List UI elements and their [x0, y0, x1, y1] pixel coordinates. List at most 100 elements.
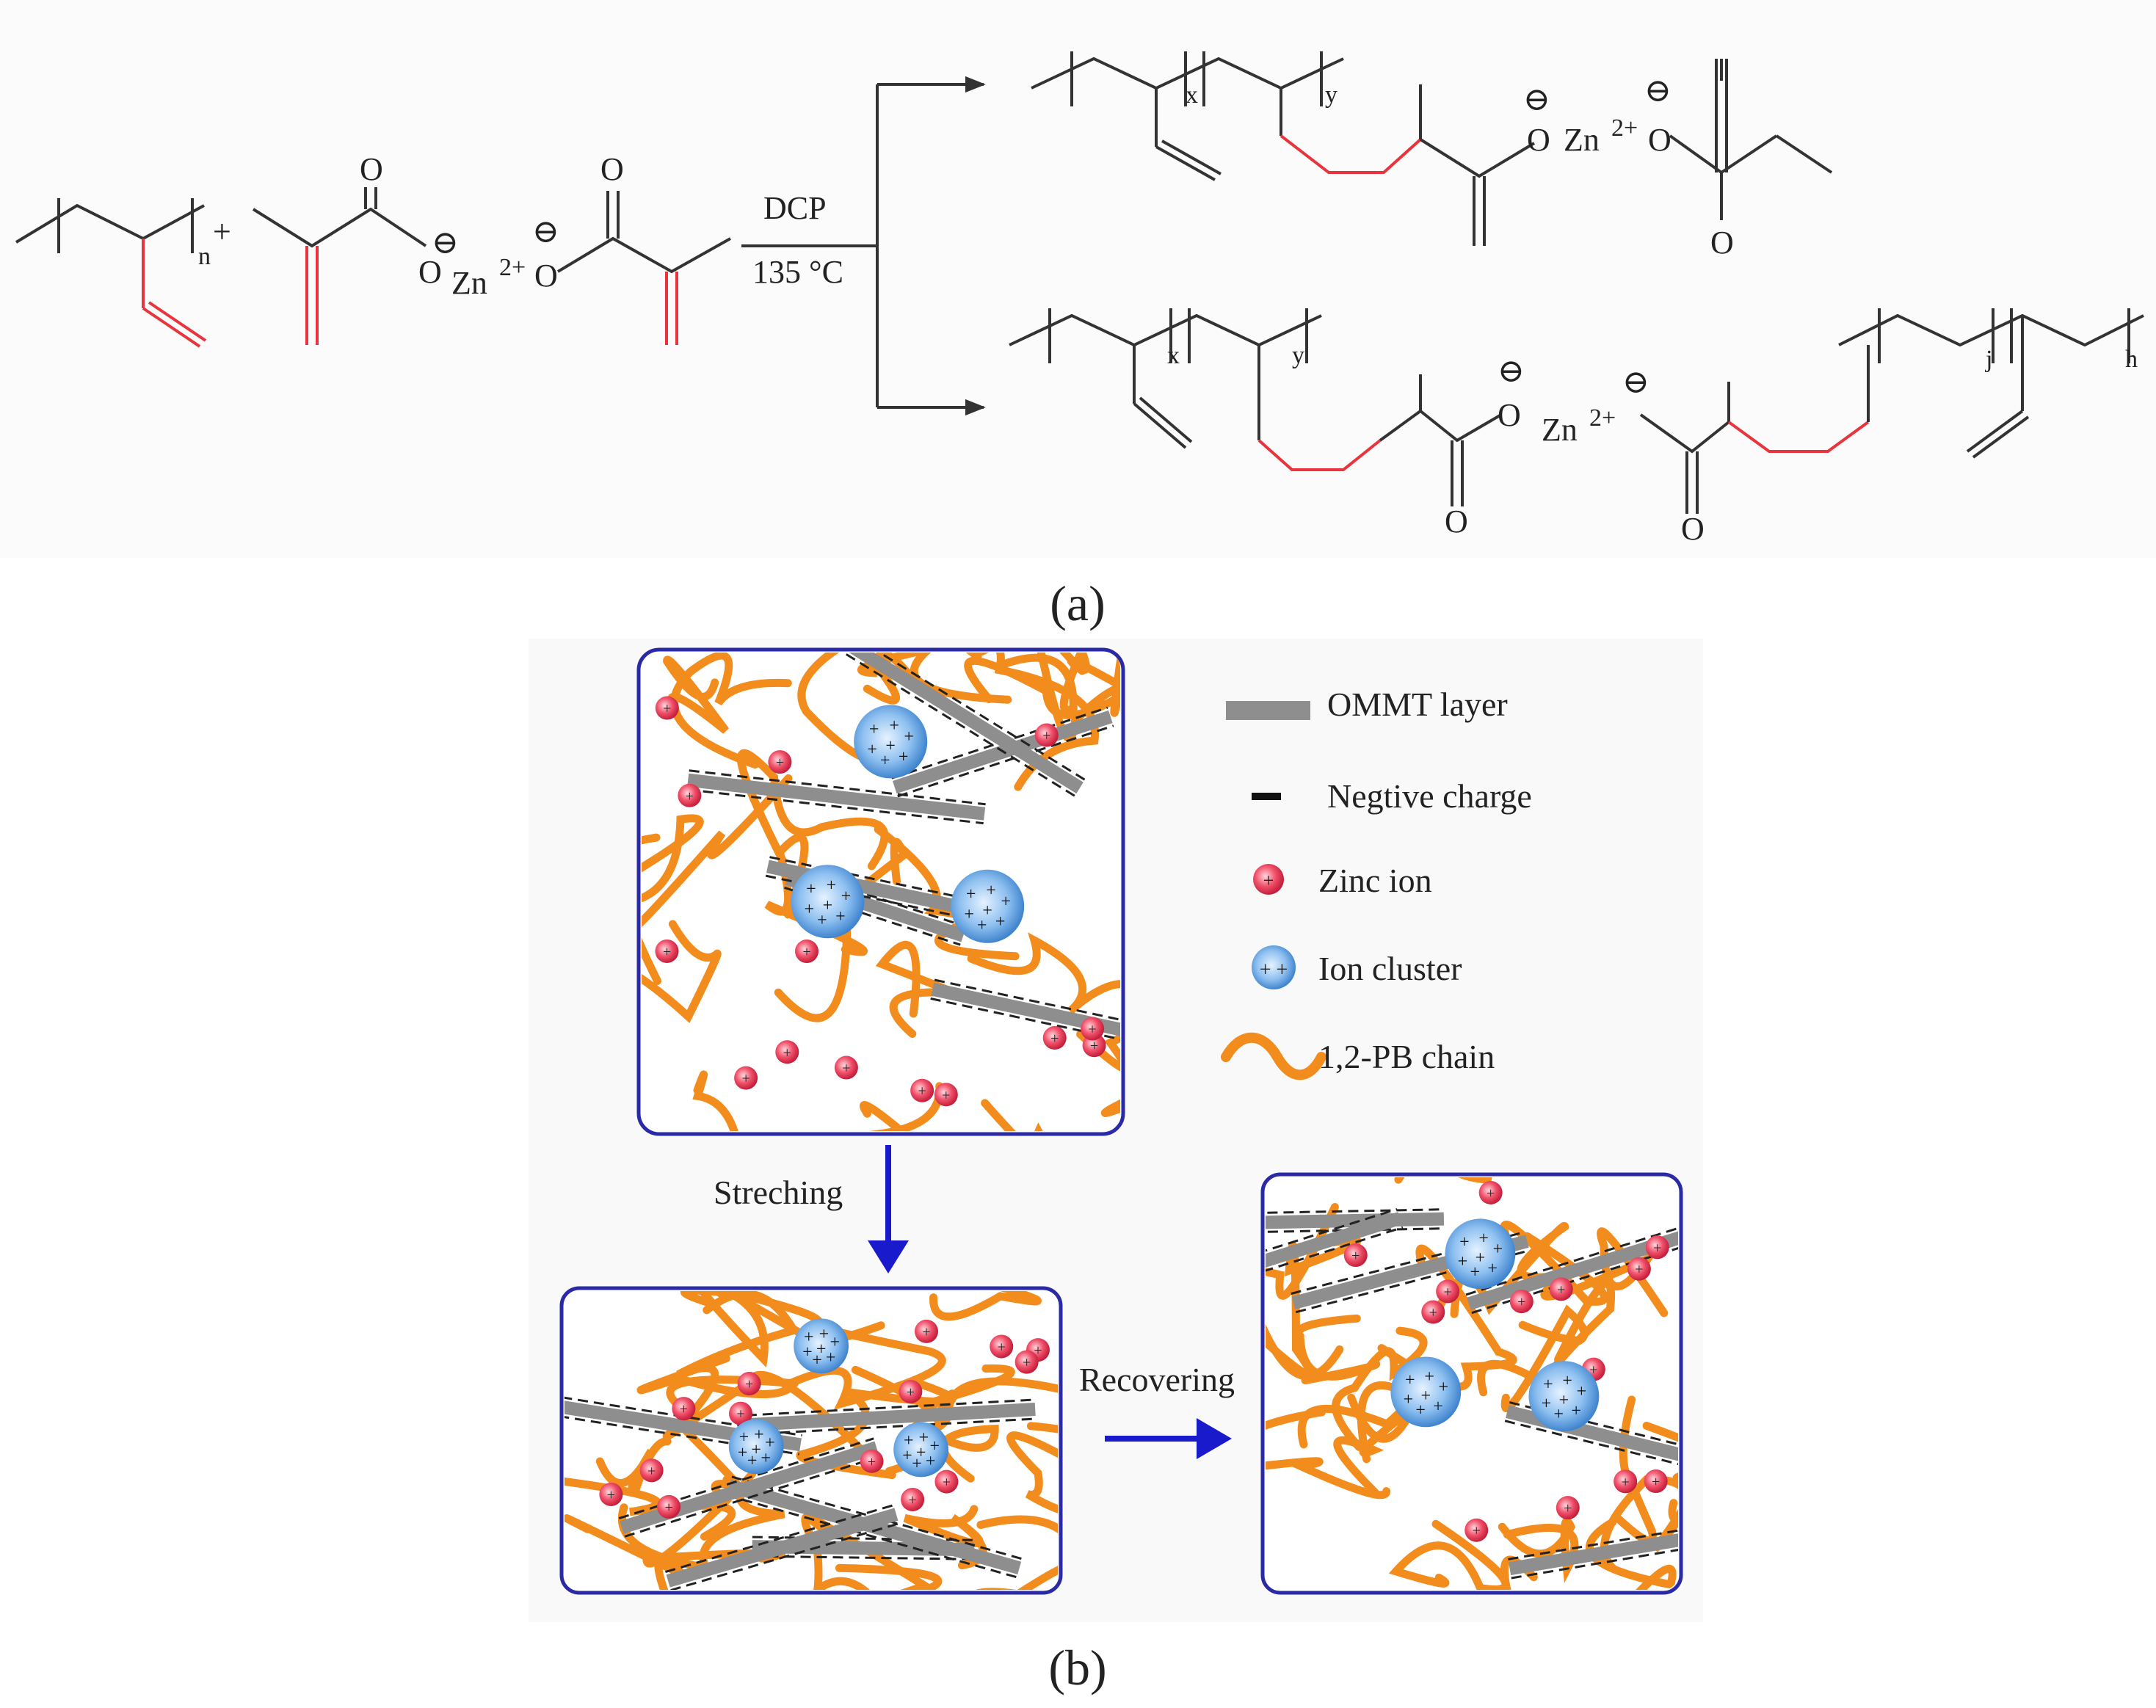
zinc-ion: +: [1549, 1277, 1573, 1301]
svg-text:+: +: [1635, 1262, 1643, 1278]
svg-text:+: +: [738, 1443, 748, 1462]
zinc-ion: +: [795, 940, 819, 964]
oxygen-label: O: [1648, 122, 1672, 158]
zinc-ion: +: [990, 1334, 1014, 1359]
zinc-ion: +: [1464, 1518, 1489, 1542]
svg-text:+: +: [806, 880, 816, 899]
zinc-ion: +: [1343, 1243, 1368, 1268]
svg-text:+: +: [663, 944, 671, 960]
subscript-j: j: [1985, 346, 1992, 373]
zinc-label: Zn: [1542, 412, 1578, 448]
pb-chain: [813, 1082, 944, 1131]
zinc-ion: +: [1614, 1469, 1638, 1494]
zinc-ion: +: [728, 1401, 752, 1425]
pb-chain: [642, 814, 704, 902]
temperature-label: 135 °C: [752, 254, 843, 290]
pb-chain: [1076, 1017, 1120, 1118]
pb-chain: [801, 1513, 908, 1590]
zinc-ion: +: [860, 1449, 884, 1473]
product-one-structure: [1031, 51, 1833, 246]
pb-chain: [1266, 1203, 1344, 1381]
ion-cluster: +++++++: [854, 705, 928, 779]
zinc-ion: +: [775, 1040, 799, 1064]
negative-charge-symbol: ⊖: [1644, 73, 1672, 109]
svg-text:+: +: [826, 1348, 836, 1367]
legend-swatch-zinc-ion: +: [1253, 864, 1284, 895]
pb-chain: [764, 833, 868, 956]
svg-text:+: +: [904, 727, 914, 746]
negative-charge-symbol: ⊖: [1523, 81, 1550, 117]
svg-text:+: +: [747, 1452, 758, 1471]
zinc-charge: 2+: [1589, 404, 1616, 432]
caption-a: (a): [1050, 575, 1105, 631]
legend-swatch-negative-charge: [1252, 793, 1281, 800]
svg-text:+: +: [663, 701, 671, 717]
svg-text:+: +: [986, 881, 996, 900]
pb-chain: [859, 1099, 1056, 1131]
pb-chain: [1388, 1519, 1510, 1590]
svg-text:+: +: [823, 896, 833, 915]
oxygen-label: O: [1498, 397, 1521, 433]
svg-text:+: +: [1424, 1367, 1434, 1387]
pb-chain: [1498, 1517, 1579, 1583]
svg-text:+: +: [1622, 1474, 1630, 1490]
svg-text:+: +: [1088, 1022, 1096, 1038]
reaction-scheme: n + O O ⊖ Zn 2+ O ⊖ O DCP 135 °C: [0, 0, 2156, 558]
legend: OMMT layer Negtive charge + Zinc ion + +…: [1221, 686, 1532, 1080]
svg-text:+: +: [739, 1428, 749, 1447]
zinc-ion: +: [834, 1055, 858, 1080]
product-two-structure: [1009, 308, 2144, 514]
zinc-ion: +: [914, 1319, 938, 1343]
zinc-dimethacrylate-structure: [252, 187, 731, 345]
oxygen-label: O: [1527, 122, 1550, 158]
zinc-ion: +: [655, 696, 679, 720]
zinc-ion: +: [734, 1066, 758, 1090]
pb-chain: [1032, 653, 1120, 742]
zinc-ion: +: [1042, 1026, 1067, 1050]
zinc-ion: +: [899, 1379, 923, 1403]
svg-text:+: +: [1557, 1282, 1565, 1298]
svg-text:+: +: [686, 788, 694, 804]
svg-text:+: +: [918, 1083, 926, 1100]
pb-chain: [595, 1437, 672, 1495]
svg-text:+: +: [1571, 1401, 1581, 1420]
zinc-ion: +: [1421, 1300, 1445, 1324]
reagent-label: DCP: [763, 190, 827, 226]
svg-text:+: +: [867, 740, 877, 759]
pb-chain: [1495, 1555, 1600, 1590]
zinc-ion: +: [599, 1482, 623, 1506]
pb-chain: [617, 1469, 785, 1573]
svg-text:+: +: [1473, 1523, 1481, 1539]
polybutadiene-structure: [15, 198, 207, 348]
zinc-charge: 2+: [499, 254, 526, 281]
legend-label-negative-charge: Negtive charge: [1327, 777, 1532, 815]
oxygen-label: O: [418, 254, 442, 290]
zinc-ion: +: [1081, 1017, 1105, 1041]
pb-chain: [636, 1354, 802, 1413]
ion-cluster: +++++++: [951, 869, 1025, 943]
ommt-layer: [686, 769, 986, 825]
zinc-ion: +: [1556, 1496, 1580, 1520]
svg-text:+: +: [607, 1487, 615, 1503]
svg-text:+: +: [902, 1446, 912, 1465]
svg-text:+: +: [868, 1454, 876, 1470]
svg-text:+: +: [835, 907, 846, 926]
svg-text:+: +: [1042, 728, 1050, 744]
legend-label-ion-cluster: Ion cluster: [1318, 950, 1462, 987]
ion-cluster: +++++++: [1528, 1361, 1600, 1431]
legend-label-ommt-layer: OMMT layer: [1327, 686, 1508, 723]
svg-text:+: +: [1444, 1284, 1452, 1300]
svg-text:+: +: [964, 905, 974, 924]
zinc-ion: +: [1436, 1279, 1460, 1304]
ion-cluster: +++++++: [791, 865, 865, 939]
ion-cluster: +++++++: [728, 1419, 784, 1475]
recovering-arrow: [1105, 1418, 1232, 1459]
subscript-y: y: [1292, 342, 1304, 369]
ion-cluster: +++++++: [893, 1422, 948, 1478]
svg-text:+: +: [1034, 1342, 1042, 1359]
legend-swatch-pb-chain: [1221, 1032, 1326, 1080]
zinc-ion: +: [737, 1372, 761, 1396]
zinc-ion: +: [1644, 1469, 1668, 1494]
svg-text:+: +: [1653, 1240, 1661, 1256]
zinc-label: Zn: [451, 265, 487, 301]
